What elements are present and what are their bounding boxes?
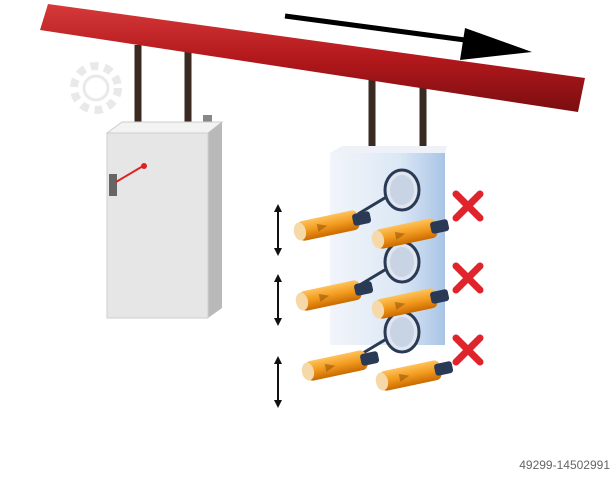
rejection-cross-icon	[456, 266, 480, 290]
vertical-movement-arrow-icon	[273, 273, 283, 327]
conveyor-rail	[40, 4, 585, 112]
spray-gun-icon	[374, 356, 455, 393]
direction-arrow-icon	[284, 13, 532, 60]
rejection-cross-icon	[456, 338, 480, 362]
vertical-movement-arrow-icon	[273, 355, 283, 409]
spray-gun-icon	[300, 346, 381, 383]
cabinet-handle	[109, 174, 117, 196]
image-code: 49299-14502991	[519, 458, 610, 472]
watermark-gear-icon	[70, 62, 122, 114]
control-cabinet	[105, 121, 224, 319]
rejection-cross-icon	[456, 194, 480, 218]
vertical-movement-arrow-icon	[273, 203, 283, 257]
